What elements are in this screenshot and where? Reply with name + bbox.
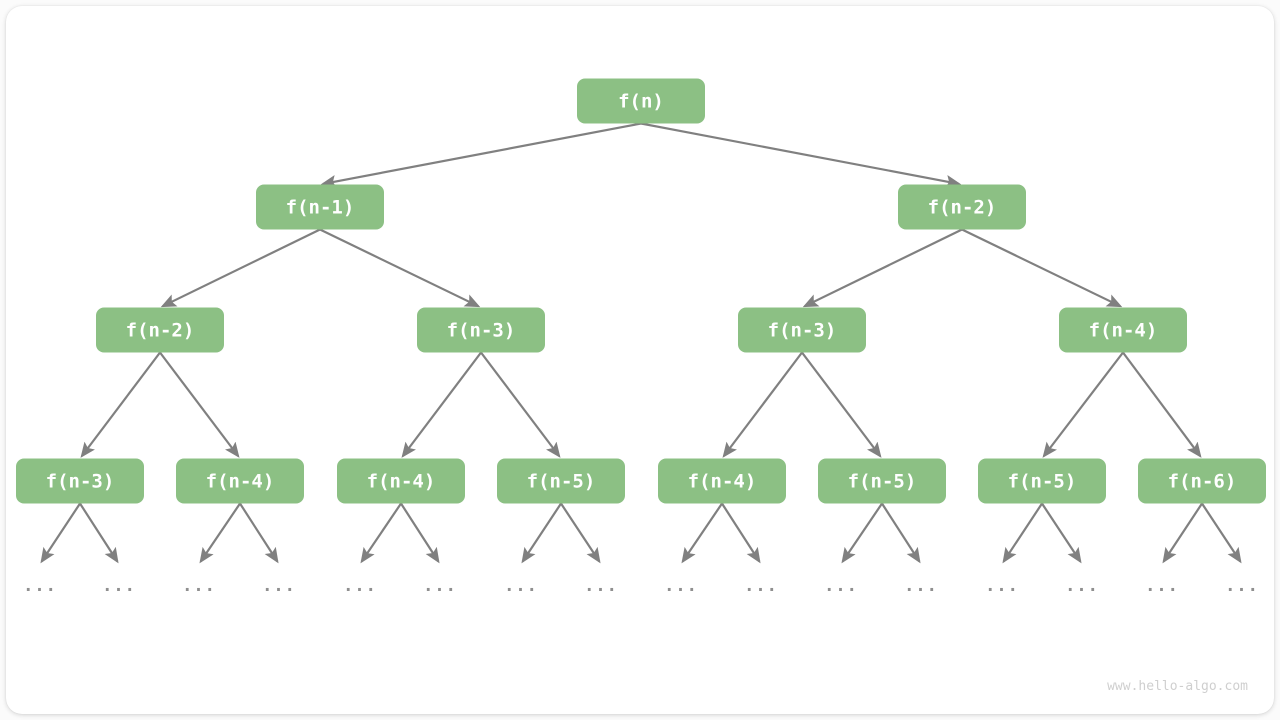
tree-node-label: f(n-1): [286, 197, 355, 219]
tree-node-box: [577, 78, 705, 124]
tree-edge: [320, 122, 642, 188]
tree-node[interactable]: f(n-5): [818, 458, 946, 504]
ellipsis-label: ...: [423, 576, 457, 596]
tree-node[interactable]: f(n-1): [256, 184, 384, 230]
tree-node-label: f(n-2): [126, 320, 195, 342]
tree-node-box: [16, 458, 144, 504]
tree-node-box: [898, 184, 1026, 230]
ellipsis-label: ...: [262, 576, 296, 596]
tree-node[interactable]: f(n-3): [16, 458, 144, 504]
tree-edge-to-ellipsis: [199, 502, 241, 564]
tree-node-box: [497, 458, 625, 504]
ellipsis-label: ...: [744, 576, 778, 596]
tree-node-box: [96, 307, 224, 353]
tree-node[interactable]: f(n-3): [417, 307, 545, 353]
tree-edge-to-ellipsis: [721, 502, 761, 564]
tree-edge: [1122, 351, 1202, 458]
tree-node[interactable]: f(n-4): [1059, 307, 1187, 353]
tree-edge-to-ellipsis: [1201, 502, 1242, 564]
tree-edge: [80, 351, 161, 458]
tree-node[interactable]: f(n-2): [898, 184, 1026, 230]
ellipsis-label: ...: [102, 576, 136, 596]
tree-edge: [722, 351, 803, 458]
edges-layer: [40, 122, 1242, 564]
tree-edge-to-ellipsis: [239, 502, 279, 564]
nodes-layer: f(n) f(n-1) f(n-2) f(n-2) f(n-3) f(n-3) f(n-4)…: [16, 78, 1266, 504]
tree-edge-to-ellipsis: [1162, 502, 1203, 564]
ellipsis-label: ...: [1225, 576, 1259, 596]
tree-node-box: [1138, 458, 1266, 504]
tree-node[interactable]: f(n-4): [658, 458, 786, 504]
ellipsis-label: ...: [584, 576, 618, 596]
tree-node-label: f(n-4): [688, 471, 757, 493]
tree-node-box: [738, 307, 866, 353]
ellipsis-label: ...: [824, 576, 858, 596]
tree-edge: [319, 228, 481, 308]
tree-node-label: f(n-3): [46, 471, 115, 493]
ellipsis-label: ...: [504, 576, 538, 596]
tree-node-box: [978, 458, 1106, 504]
tree-node-label: f(n-5): [1008, 471, 1077, 493]
tree-node-box: [1059, 307, 1187, 353]
tree-node[interactable]: f(n-2): [96, 307, 224, 353]
tree-edge: [802, 228, 963, 308]
tree-node-label: f(n-5): [848, 471, 917, 493]
tree-edge: [480, 351, 561, 458]
ellipsis-label: ...: [904, 576, 938, 596]
tree-node[interactable]: f(n-6): [1138, 458, 1266, 504]
tree-edge-to-ellipsis: [681, 502, 723, 564]
tree-edge-to-ellipsis: [1041, 502, 1082, 564]
ellipsis-label: ...: [182, 576, 216, 596]
watermark-label: www.hello-algo.com: [1107, 679, 1248, 694]
ellipsis-label: ...: [664, 576, 698, 596]
tree-node[interactable]: f(n): [577, 78, 705, 124]
tree-node-label: f(n-2): [928, 197, 997, 219]
tree-node-label: f(n-3): [768, 320, 837, 342]
tree-node[interactable]: f(n-4): [337, 458, 465, 504]
tree-edge: [640, 122, 962, 188]
tree-node-box: [176, 458, 304, 504]
tree-node[interactable]: f(n-3): [738, 307, 866, 353]
tree-node-label: f(n-3): [447, 320, 516, 342]
tree-node-label: f(n-5): [527, 471, 596, 493]
tree-node-box: [337, 458, 465, 504]
tree-node-box: [417, 307, 545, 353]
tree-edge-to-ellipsis: [560, 502, 601, 564]
tree-node-box: [818, 458, 946, 504]
tree-edge-to-ellipsis: [1002, 502, 1043, 564]
tree-node-box: [256, 184, 384, 230]
ellipsis-layer: ........................................…: [23, 576, 1259, 596]
tree-edge-to-ellipsis: [79, 502, 119, 564]
tree-edge-to-ellipsis: [400, 502, 440, 564]
tree-edge: [1042, 351, 1124, 458]
tree-node[interactable]: f(n-5): [978, 458, 1106, 504]
tree-node-box: [658, 458, 786, 504]
tree-node[interactable]: f(n-4): [176, 458, 304, 504]
ellipsis-label: ...: [23, 576, 57, 596]
tree-edge: [159, 351, 240, 458]
ellipsis-label: ...: [1065, 576, 1099, 596]
tree-node-label: f(n-4): [367, 471, 436, 493]
tree-node-label: f(n): [618, 91, 664, 113]
tree-node-label: f(n-4): [1089, 320, 1158, 342]
tree-edge-to-ellipsis: [360, 502, 402, 564]
tree-edge-to-ellipsis: [40, 502, 81, 564]
tree-node-label: f(n-6): [1168, 471, 1237, 493]
tree-edge: [401, 351, 482, 458]
ellipsis-label: ...: [1145, 576, 1179, 596]
tree-edge: [801, 351, 882, 458]
tree-edge-to-ellipsis: [881, 502, 921, 564]
ellipsis-label: ...: [343, 576, 377, 596]
tree-edge-to-ellipsis: [521, 502, 562, 564]
tree-edge: [961, 228, 1123, 308]
tree-edge-to-ellipsis: [841, 502, 883, 564]
tree-node[interactable]: f(n-5): [497, 458, 625, 504]
tree-node-label: f(n-4): [206, 471, 275, 493]
tree-edge: [160, 228, 321, 308]
ellipsis-label: ...: [985, 576, 1019, 596]
